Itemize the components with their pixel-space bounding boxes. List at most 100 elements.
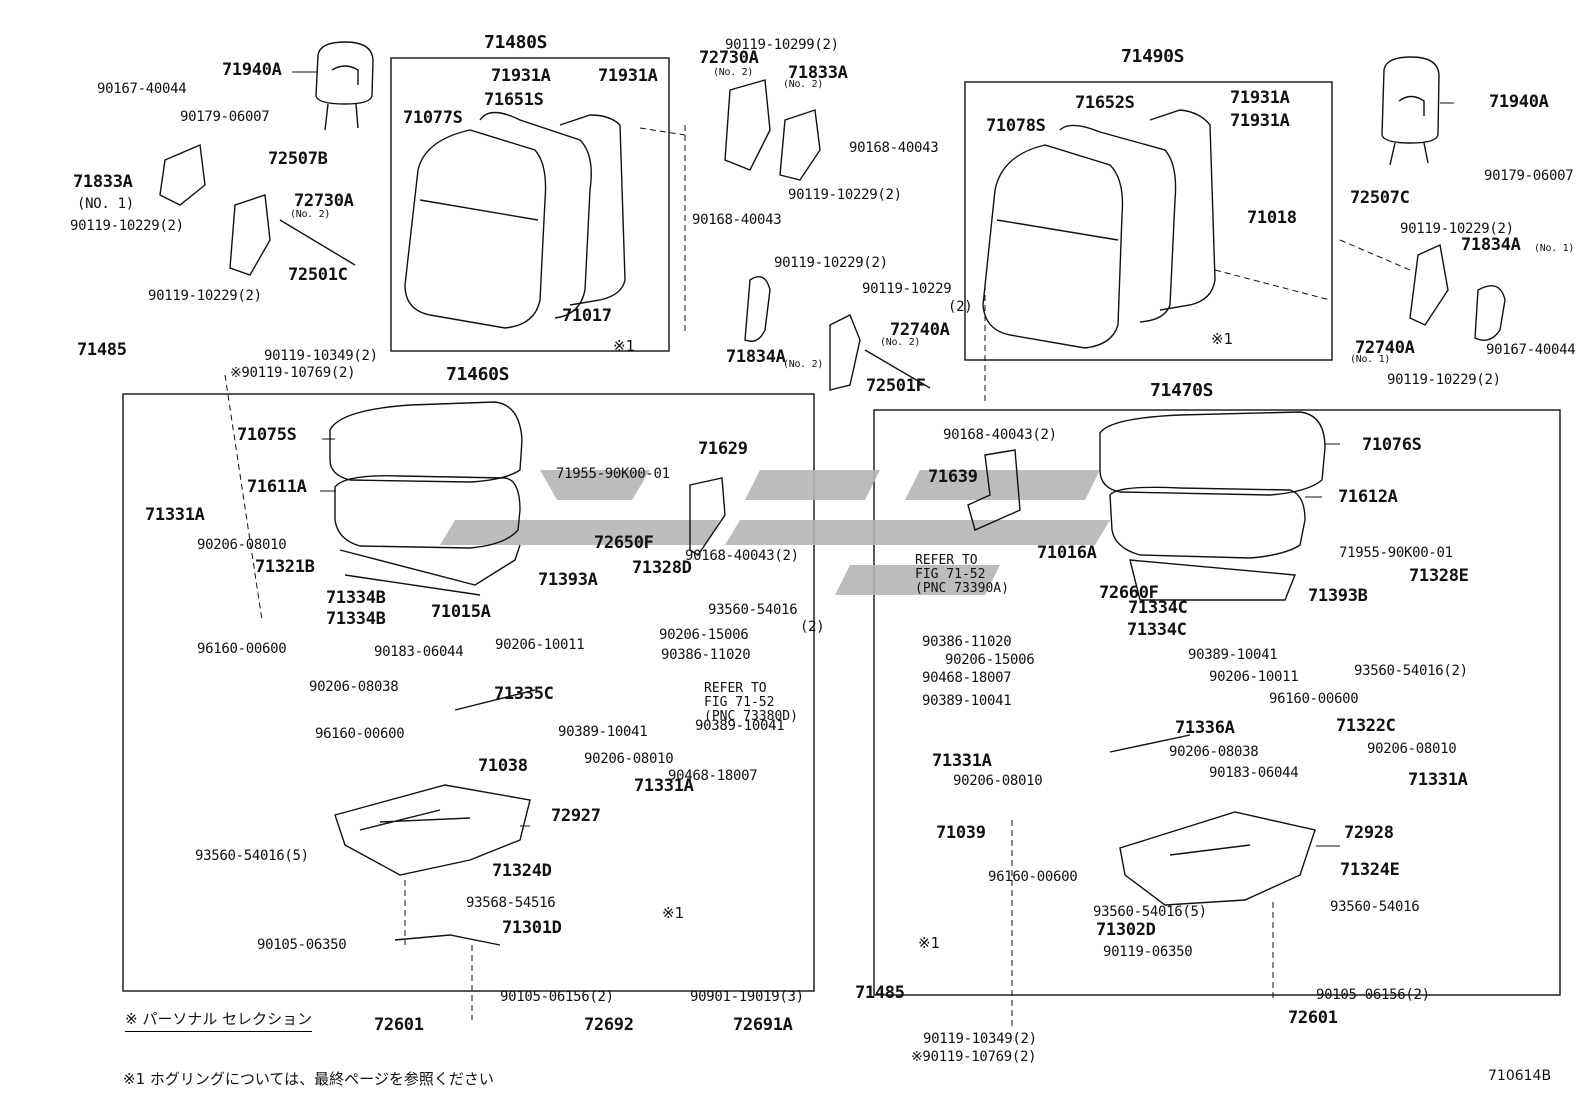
part-label: 90119-10299(2) (725, 37, 839, 53)
part-label: 71328E (1409, 566, 1469, 586)
bracket-71639 (967, 449, 1021, 531)
part-label: 72501F (866, 376, 926, 396)
part-label: 90386-11020 (661, 647, 751, 663)
part-label: 71833A (73, 172, 133, 192)
part-label: 90119-10349(2) (264, 348, 378, 364)
part-label: (No. 2) (290, 209, 331, 220)
part-label: 90389-10041 (695, 718, 785, 734)
bracket-71834a-left (744, 276, 771, 342)
part-label: 90119-06350 (1103, 944, 1193, 960)
part-label: 90168-40043 (849, 140, 939, 156)
part-label: 71016A (1037, 543, 1097, 563)
bracket-right-71834a (1474, 285, 1506, 341)
part-label: 90167-40044 (97, 81, 187, 97)
part-label: 71328D (632, 558, 692, 578)
part-label: 72740A (1355, 338, 1415, 358)
part-label: 93560-54016 (708, 602, 798, 618)
part-label: 90168-40043(2) (943, 427, 1057, 443)
mark-note-3: ※1 (662, 904, 685, 922)
refer-right-line2: FIG 71-52 (915, 567, 986, 582)
part-label: (No. 2) (783, 79, 824, 90)
part-label: 71334B (326, 588, 386, 608)
part-label: 71611A (247, 477, 307, 497)
seat-cushion-left (329, 401, 523, 596)
part-label: 90389-10041 (1188, 647, 1278, 663)
part-label: 90105-06350 (257, 937, 347, 953)
part-label: 90389-10041 (558, 724, 648, 740)
rod-72501c (279, 219, 356, 266)
part-label: (NO. 1) (77, 196, 134, 212)
part-label: 72507C (1350, 188, 1410, 208)
part-label: 71324D (492, 861, 552, 881)
box-71490s (964, 81, 1333, 361)
part-label: 71301D (502, 918, 562, 938)
bracket-72730a-right (724, 79, 771, 171)
headrest-right (1381, 56, 1440, 166)
part-label: 71331A (634, 776, 694, 796)
part-label: 71834A (1461, 235, 1521, 255)
refer-left-line1: REFER TO (704, 681, 767, 696)
part-label: 90206-10011 (1209, 669, 1299, 685)
seat-cushion-right (1099, 411, 1326, 601)
part-label: 71076S (1362, 435, 1422, 455)
part-label: 71629 (698, 439, 748, 459)
part-label: 72927 (551, 806, 601, 826)
part-label: 71955-90K00-01 (1339, 545, 1453, 561)
refer-note-left: REFER TO FIG 71-52 (PNC 73380D) (704, 682, 798, 724)
part-label: (2) (948, 299, 973, 315)
part-label: (No. 2) (713, 67, 754, 78)
figure-code: 710614B (1488, 1068, 1552, 1084)
rod-71301d (394, 934, 501, 946)
part-label: 71393A (538, 570, 598, 590)
part-label: 71393B (1308, 586, 1368, 606)
refer-right-line3: (PNC 73390A) (915, 581, 1009, 596)
part-label: 71470S (1150, 380, 1214, 401)
part-label: 71331A (1408, 770, 1468, 790)
part-label: 90389-10041 (922, 693, 1012, 709)
tray-right (1119, 811, 1316, 906)
part-label: 90105-06156(2) (500, 989, 614, 1005)
part-label: 96160-00600 (197, 641, 287, 657)
part-label: 71334C (1127, 620, 1187, 640)
part-label: 71038 (478, 756, 528, 776)
part-label: 96160-00600 (315, 726, 405, 742)
box-71480s (390, 57, 670, 352)
mark-note-2: ※1 (1211, 330, 1234, 348)
box-71460s (122, 393, 815, 992)
part-label: 71480S (484, 32, 548, 53)
part-label: 93560-54016(5) (195, 848, 309, 864)
mark-note-4: ※1 (918, 934, 941, 952)
part-label: 90179-06007 (1484, 168, 1574, 184)
part-label: 90386-11020 (922, 634, 1012, 650)
part-label: 90206-08038 (309, 679, 399, 695)
part-label: 90468-18007 (668, 768, 758, 784)
refer-left-line2: FIG 71-52 (704, 695, 775, 710)
part-label: (2) (800, 619, 825, 635)
leader-lines (292, 71, 1454, 847)
part-label: 90206-08038 (1169, 744, 1259, 760)
part-label: 71334B (326, 609, 386, 629)
part-label: 71485 (855, 983, 905, 1003)
part-label: 71460S (446, 364, 510, 385)
part-label: 93560-54016 (1330, 899, 1420, 915)
part-label: 90206-08010 (953, 773, 1043, 789)
part-label: 90168-40043 (692, 212, 782, 228)
box-71470s (873, 409, 1561, 996)
part-label: 90206-15006 (659, 627, 749, 643)
dashed-lines (224, 125, 1411, 1030)
part-label: 93568-54516 (466, 895, 556, 911)
seatback-right (982, 109, 1216, 349)
part-label: 90119-10349(2) (923, 1031, 1037, 1047)
part-label: 90167-40044 (1486, 342, 1576, 358)
part-label: 72691A (733, 1015, 793, 1035)
part-label: 71015A (431, 602, 491, 622)
part-label: 71490S (1121, 46, 1185, 67)
footnote-hog-ring: ※1 ホグリングについては、最終ページを参照ください (123, 1070, 494, 1088)
part-label: 93560-54016(2) (1354, 663, 1468, 679)
part-label: 72730A (699, 48, 759, 68)
part-label: 90901-19019(3) (690, 989, 804, 1005)
part-label: 71955-90K00-01 (556, 466, 670, 482)
refer-note-right: REFER TO FIG 71-52 (PNC 73390A) (915, 554, 1009, 596)
part-label: 71039 (936, 823, 986, 843)
part-label: 71017 (562, 306, 612, 326)
